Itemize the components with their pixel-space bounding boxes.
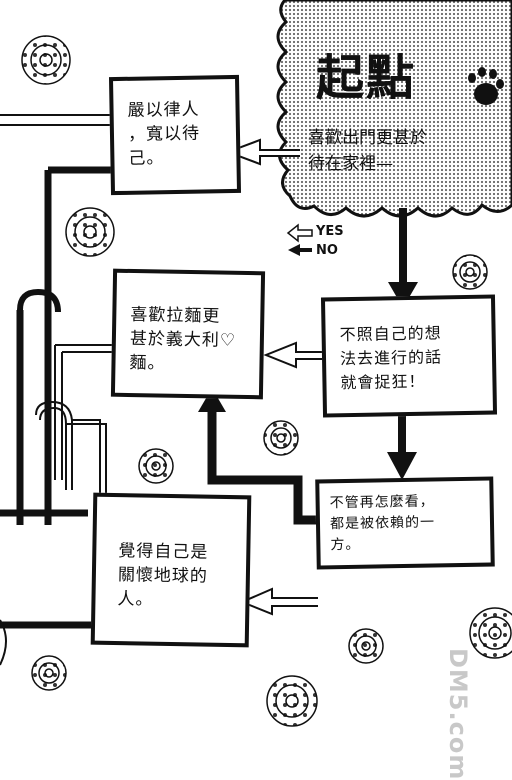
box-strict-text: 嚴以律人 ，寬以待 己。	[127, 98, 200, 171]
start-subtitle-line: 待在家裡—	[308, 154, 393, 174]
box-earth-text: 覺得自己是 關懷地球的 人。	[117, 539, 208, 613]
box-plans-text: 不照自己的想 法去進行的話 就會捉狂！	[339, 321, 442, 395]
start-cloud	[276, 0, 512, 218]
heart-icon: ♡	[219, 330, 237, 351]
box-depend-text: 不管再怎麼看， 都是被依賴的一 方。	[329, 491, 436, 556]
text-line: 就會捉狂！	[340, 371, 426, 393]
start-subtitle: 喜歡出門更甚於 待在家裡—	[308, 125, 488, 177]
legend-no: NO	[316, 243, 338, 258]
box-ramen: 喜歡拉麵更 甚於義大利♡ 麵。	[110, 268, 266, 400]
text-line: 方。	[330, 536, 361, 554]
box-ramen-text: 喜歡拉麵更 甚於義大利♡ 麵。	[129, 303, 236, 377]
box-plans: 不照自己的想 法去進行的話 就會捉狂！	[320, 294, 498, 418]
start-subtitle-line: 喜歡出門更甚於	[308, 128, 427, 148]
text-line: 麵。	[129, 352, 166, 374]
text-line: 都是被依賴的一	[329, 514, 436, 533]
legend-yes: YES	[316, 224, 344, 239]
text-line: 關懷地球的	[117, 565, 209, 587]
text-line: ，寬以待	[127, 123, 201, 145]
text-line: 人。	[117, 589, 154, 610]
site-watermark: DM5.com	[444, 648, 472, 780]
text-line: 覺得自己是	[118, 541, 209, 563]
left-bars	[0, 166, 112, 629]
text-line: 甚於義大利	[129, 328, 221, 351]
start-title: 起點	[316, 50, 417, 106]
paw-icon	[468, 67, 504, 105]
text-line: 喜歡拉麵更	[130, 304, 221, 327]
text-line: 不管再怎麼看，	[329, 493, 435, 512]
text-line: 不照自己的想	[339, 323, 442, 345]
text-line: 己。	[128, 148, 165, 169]
text-line: 法去進行的話	[339, 347, 443, 369]
box-strict: 嚴以律人 ，寬以待 己。	[108, 74, 242, 196]
text-line: 嚴以律人	[127, 99, 200, 121]
box-earth: 覺得自己是 關懷地球的 人。	[90, 492, 252, 648]
box-depend: 不管再怎麼看， 都是被依賴的一 方。	[315, 476, 495, 570]
rosette-decorations	[21, 35, 512, 727]
